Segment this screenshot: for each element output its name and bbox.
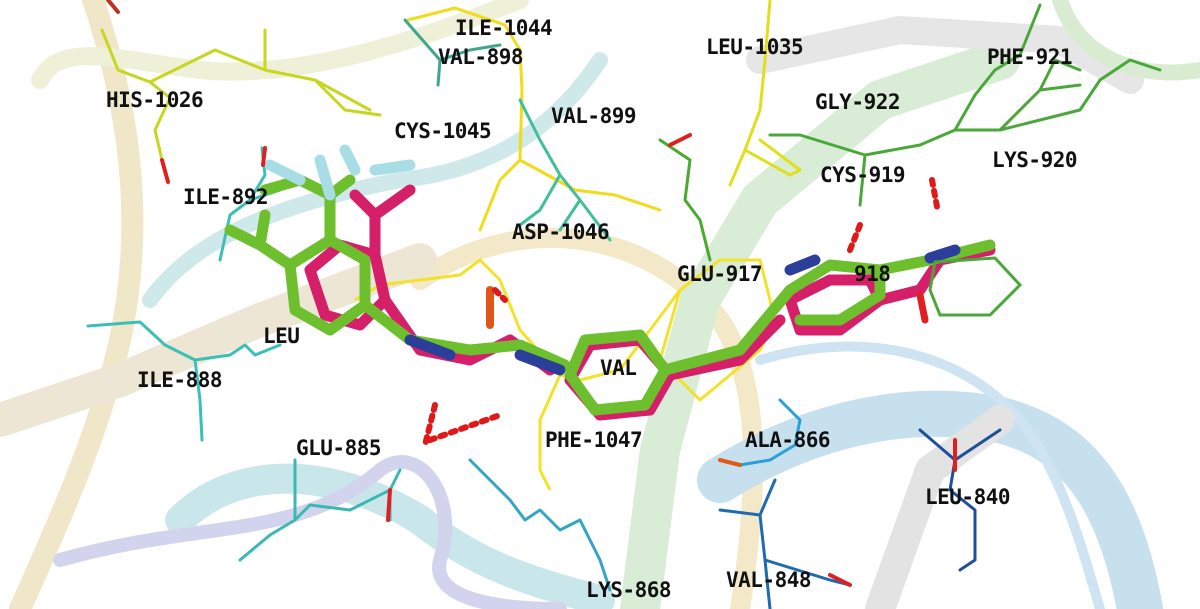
lys-868-sticks [468,458,612,592]
ile-1044-sticks [406,6,662,232]
ribbon-blue-loop [755,341,1105,609]
label-asp-1046: ASP-1046 [512,220,610,244]
label-cys-919: CYS-919 [820,163,906,187]
ligand-magenta [304,184,996,421]
label-ile-1044: ILE-1044 [455,16,553,40]
lys-920-sticks [998,58,1162,132]
ribbon-tan-loop [9,0,144,609]
label-glu-885: GLU-885 [296,436,382,460]
label-val-partial: VAL [600,356,637,380]
label-his-1026: HIS-1026 [106,88,204,112]
label-phe-1047: PHE-1047 [545,428,643,452]
ribbon-gray-right [865,405,1015,609]
hydrogen-bonds [422,177,941,448]
label-leu-1035: LEU-1035 [706,35,804,59]
val-898-sticks [403,18,502,87]
label-918: 918 [854,262,891,286]
ribbon-gray-strand [746,16,1144,94]
ribbon-green-strand [620,40,1020,609]
glu-917-sticks [658,138,712,262]
ribbon-tan-arc [410,227,764,609]
label-lys-920: LYS-920 [992,148,1078,172]
his-1026-sticks [100,28,382,182]
ligand-atoms [264,144,961,376]
label-leu-partial: LEU [263,324,300,348]
phenyl-ring-right [928,256,1023,317]
label-leu-840: LEU-840 [925,485,1011,509]
label-val-848: VAL-848 [726,568,812,592]
label-ala-866: ALA-866 [745,428,831,452]
label-val-899: VAL-899 [551,104,637,128]
label-val-898: VAL-898 [438,45,524,69]
residue-sticks [86,0,1162,609]
ala-866-sticks [738,398,802,467]
label-gly-922: GLY-922 [815,90,901,114]
ribbon-tan-helix-top [31,0,529,89]
label-phe-921: PHE-921 [987,45,1073,69]
reference-ligand-yellow [354,258,777,491]
ribbon-cyan-lower [165,463,615,609]
label-glu-917: GLU-917 [677,262,763,286]
label-ile-892: ILE-892 [183,185,269,209]
label-lys-868: LYS-868 [586,578,672,602]
gly-922-cys-919-sticks [768,3,1082,207]
ribbon-cyan-helix [142,52,608,308]
leu-1035-sticks [728,0,802,187]
label-cys-1045: CYS-1045 [394,119,492,143]
ribbon-lavender [53,455,567,609]
ile-888-sticks [86,320,282,442]
asp-1046-sticks [518,98,612,242]
ribbon-tan-strand [0,243,437,437]
atom-tips [106,0,957,587]
ribbon-green-top [1052,0,1200,81]
label-ile-888: ILE-888 [137,368,223,392]
